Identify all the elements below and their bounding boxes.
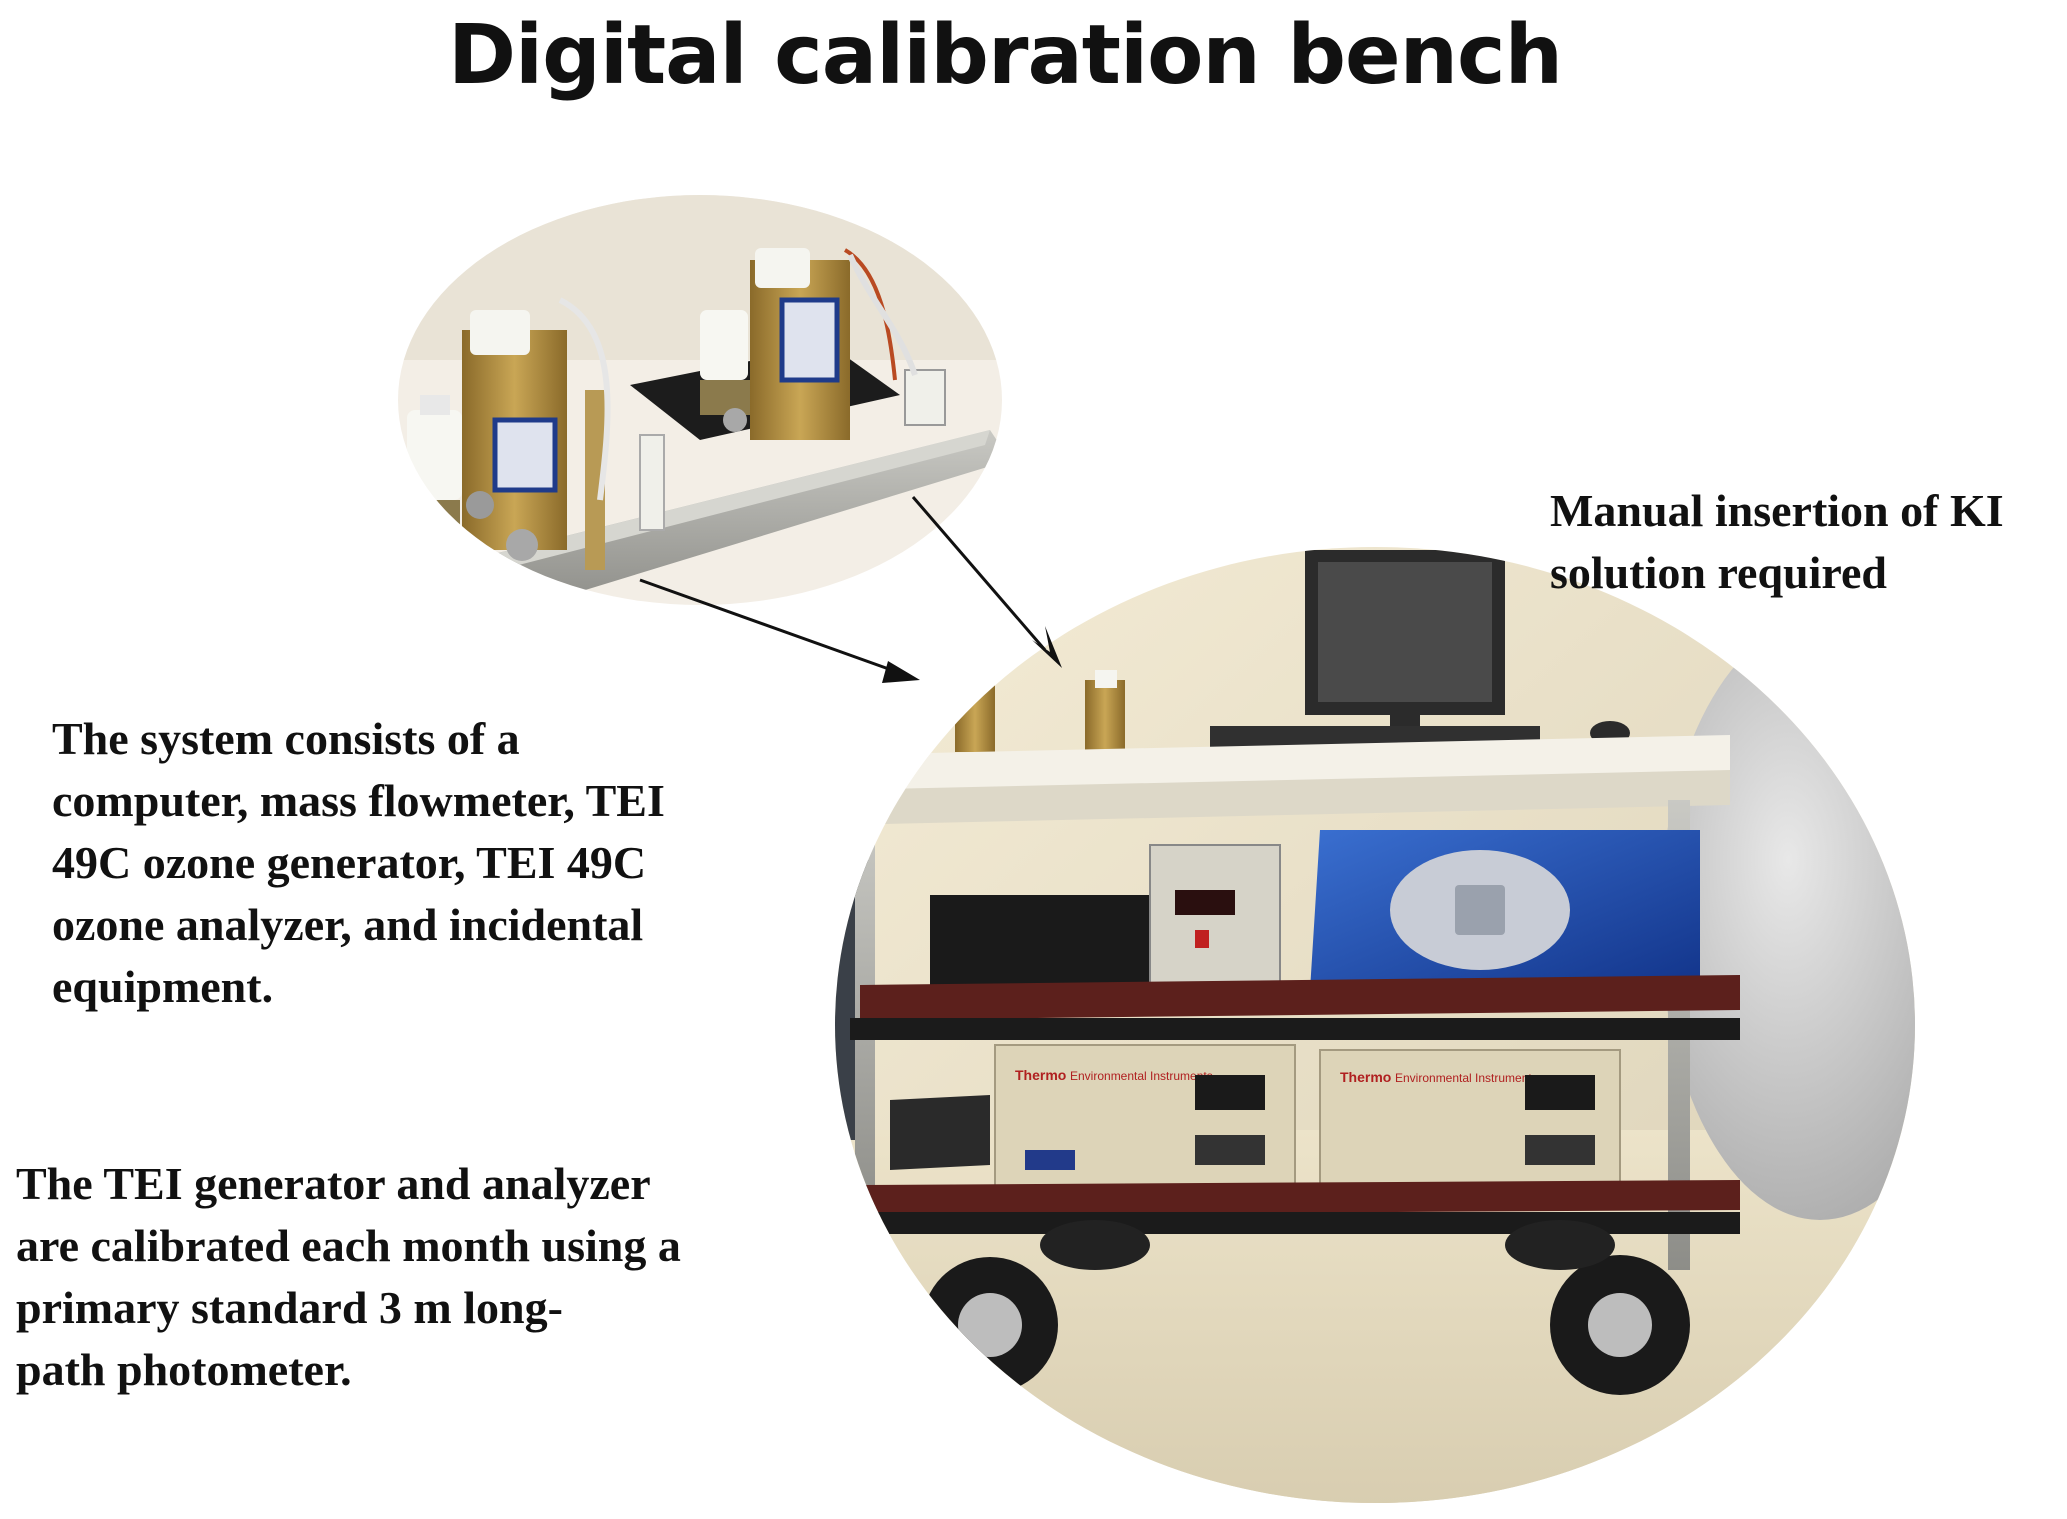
tei-49c-generator: Thermo Environmental Instruments: [1319, 1049, 1621, 1196]
mass-flowmeter-box: [930, 895, 1150, 990]
caption-line: The system consists of a: [52, 713, 520, 764]
caption-manual-insertion: Manual insertion of KI solution required: [1550, 480, 2004, 604]
computer-monitor: [1305, 550, 1505, 740]
caption-line: 49C ozone generator, TEI 49C: [52, 837, 647, 888]
generator-brand-label: Thermo: [1340, 1069, 1391, 1085]
arrow-to-left-generator: [639, 578, 901, 675]
caption-line: Manual insertion of KI: [1550, 485, 2004, 536]
caption-line: path photometer.: [16, 1344, 352, 1395]
callout-arrows: [639, 496, 1062, 683]
caption-system-description: The system consists of a computer, mass …: [52, 708, 665, 1018]
arrow-head-left: [882, 661, 920, 683]
caption-calibration-note: The TEI generator and analyzer are calib…: [16, 1153, 681, 1401]
analyzer-maker-label: Environmental Instruments: [1070, 1069, 1213, 1083]
caption-line: computer, mass flowmeter, TEI: [52, 775, 665, 826]
arrow-head-right: [1032, 626, 1062, 668]
caption-line: primary standard 3 m long-: [16, 1282, 563, 1333]
caption-line: The TEI generator and analyzer: [16, 1158, 651, 1209]
page-title: Digital calibration bench: [447, 8, 1563, 103]
analyzer-brand-label: Thermo: [1015, 1067, 1066, 1083]
caption-line: are calibrated each month using a: [16, 1220, 681, 1271]
caption-line: ozone analyzer, and incidental: [52, 899, 644, 950]
inset-generator-right: [700, 248, 946, 440]
cart-photo: Thermo Environmental Instruments Thermo …: [835, 547, 1915, 1503]
tei-49c-analyzer: Thermo Environmental Instruments: [994, 1044, 1296, 1196]
inset-closeup-photo: [398, 195, 1002, 605]
generator-maker-label: Environmental Instruments: [1395, 1071, 1538, 1085]
arrow-to-right-generator: [911, 496, 1047, 651]
caption-line: equipment.: [52, 961, 274, 1012]
caption-line: solution required: [1550, 547, 1887, 598]
